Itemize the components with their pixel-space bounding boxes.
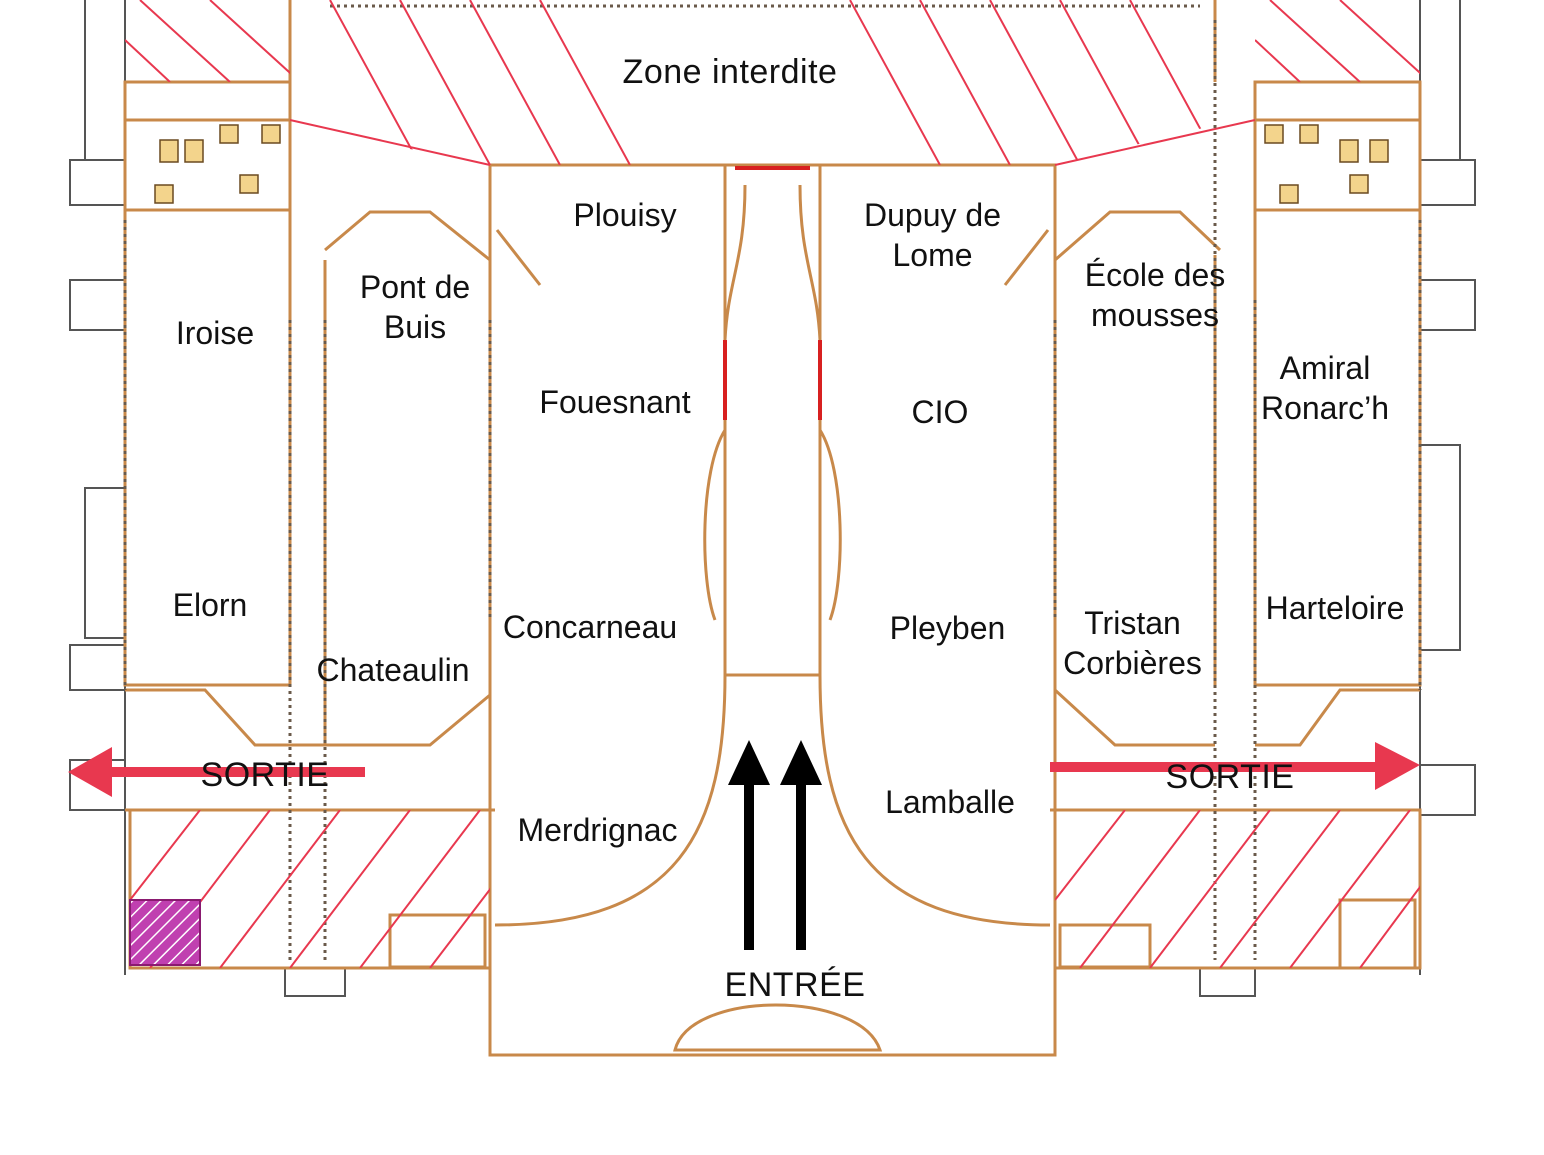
storage-marker bbox=[129, 899, 201, 966]
partitions bbox=[123, 4, 1422, 960]
room-label-pont-de-buis: Pont de Buis bbox=[359, 269, 471, 345]
room-label-pleyben: Pleyben bbox=[889, 610, 1006, 646]
room-label-dupuy: Dupuy de Lome bbox=[864, 197, 1001, 273]
room-label-concarneau: Concarneau bbox=[502, 609, 678, 645]
exit-label-left: SORTIE bbox=[200, 756, 330, 794]
room-label-chateaulin: Chateaulin bbox=[316, 652, 470, 688]
exit-arrow-left bbox=[68, 747, 365, 797]
room-label-iroise: Iroise bbox=[175, 315, 255, 351]
forbidden-zone-label: Zone interdite bbox=[622, 53, 838, 91]
exit-label-right: SORTIE bbox=[1165, 758, 1295, 796]
room-label-harteloire: Harteloire bbox=[1265, 590, 1405, 626]
room-label-amiral: Amiral Ronarc’h bbox=[1260, 350, 1390, 426]
interior-walls bbox=[123, 0, 1422, 1057]
entrance-arrows bbox=[728, 740, 822, 950]
forbidden-hatching bbox=[125, 0, 1420, 968]
corridor-markers bbox=[723, 166, 822, 420]
corridor-curves bbox=[703, 184, 842, 621]
room-label-ecole: École des mousses bbox=[1084, 257, 1226, 333]
exit-arrow-right bbox=[1050, 742, 1420, 790]
toilet-fixtures bbox=[154, 124, 1389, 204]
room-label-lamballe: Lamballe bbox=[885, 784, 1015, 820]
entrance-label: ENTRÉE bbox=[724, 966, 866, 1004]
room-label-elorn: Elorn bbox=[172, 587, 248, 623]
room-label-plouisy: Plouisy bbox=[573, 197, 677, 233]
room-label-cio: CIO bbox=[911, 394, 969, 430]
room-label-fouesnant: Fouesnant bbox=[539, 384, 691, 420]
room-label-merdrignac: Merdrignac bbox=[517, 812, 678, 848]
outer-walls bbox=[69, 0, 1476, 997]
room-label-tristan: Tristan Corbières bbox=[1063, 605, 1202, 681]
